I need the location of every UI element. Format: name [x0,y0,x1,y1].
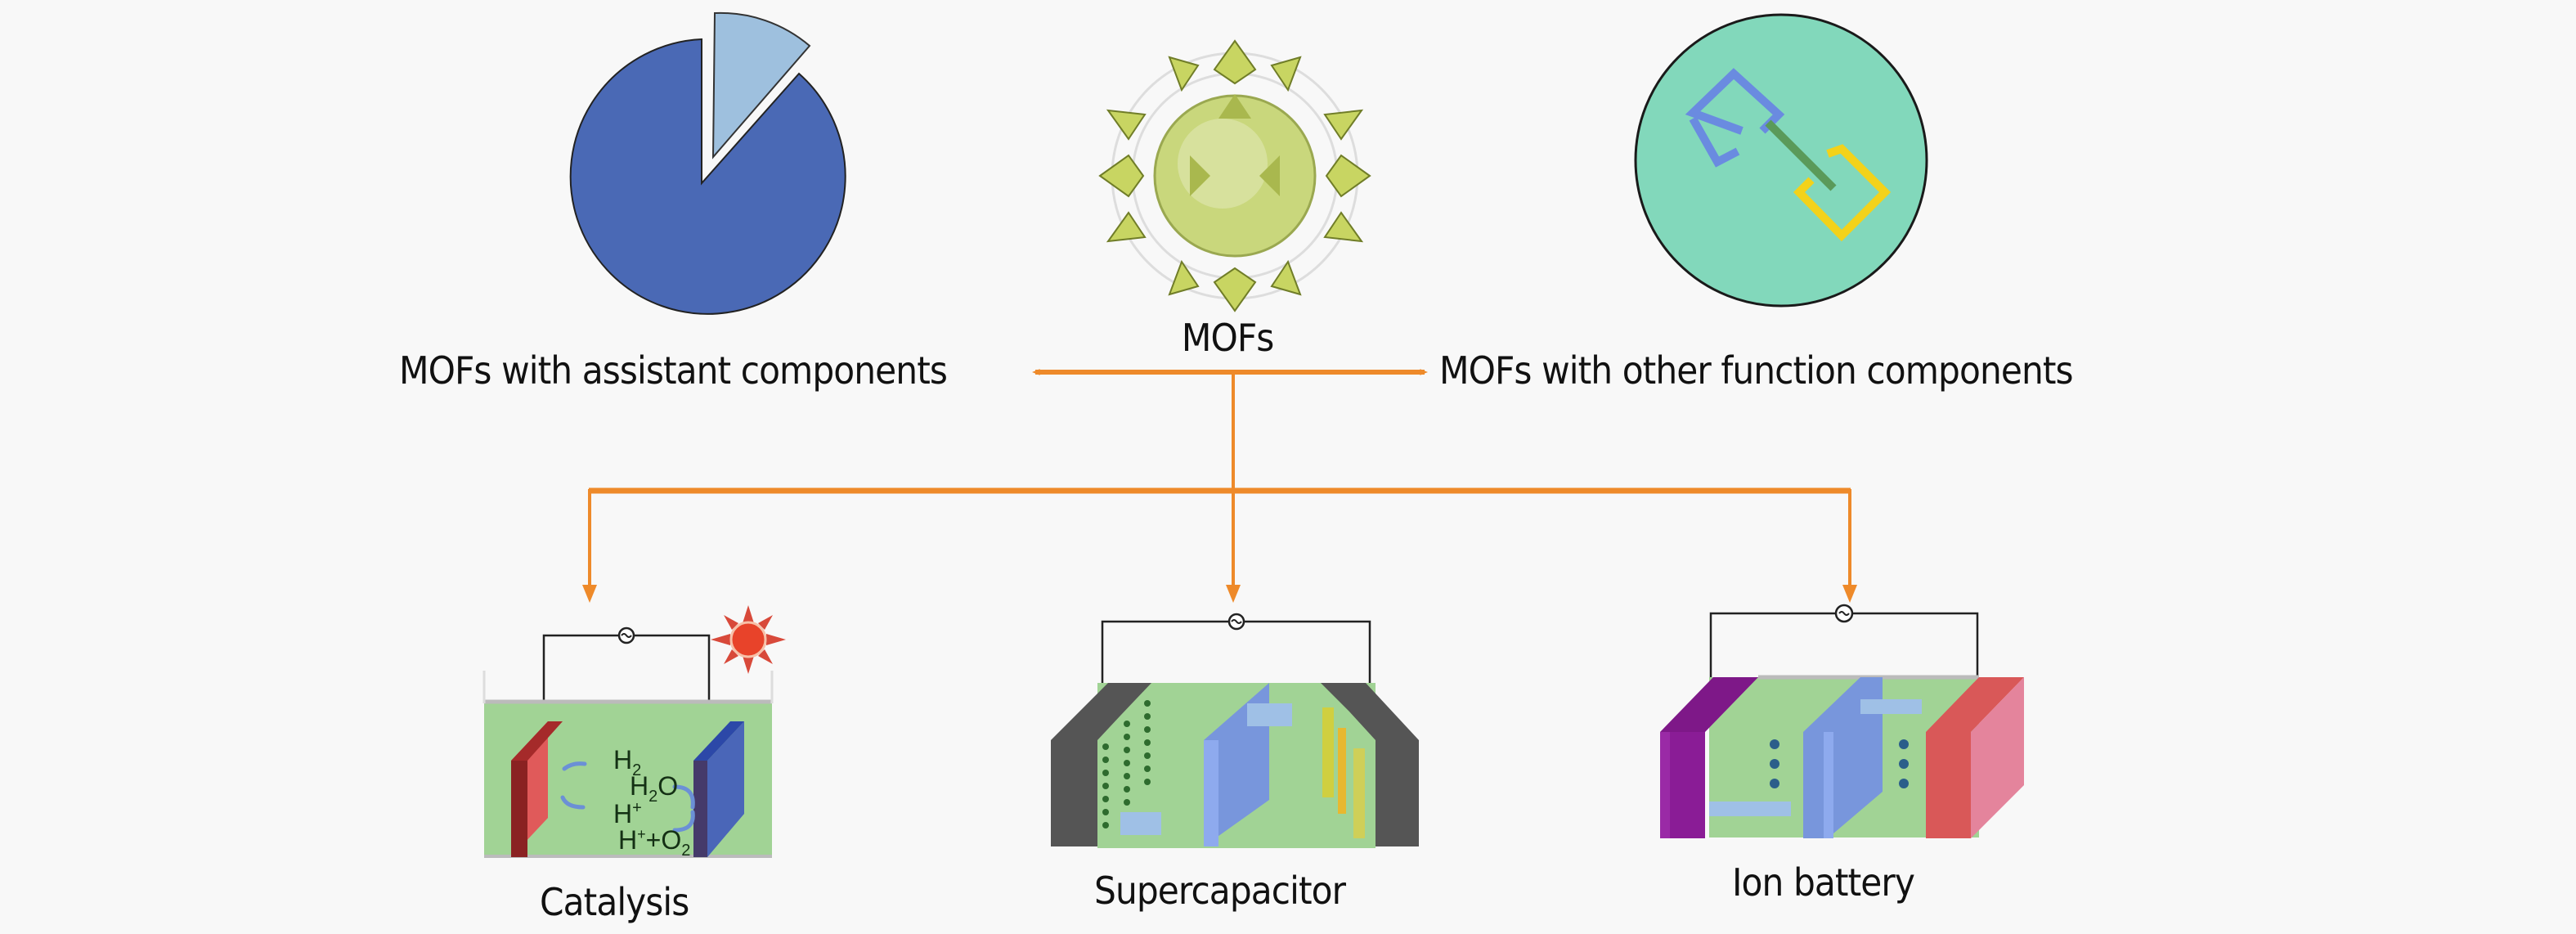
reaction-arrows [560,761,695,833]
right-carbon-electrode [1321,683,1419,846]
photoanode-red-electrode [511,721,563,857]
lithium-ions [1770,739,1909,788]
blue-linker-ring [1685,68,1785,168]
cathode-red-electrode [1926,677,2024,838]
species-h2o: H2O [630,771,678,806]
catalysis-cell-icon: H2 H2O H+ H++O2 [482,605,786,860]
mof-node-polyhedra [1098,39,1371,312]
pie-exploded-slice [711,11,811,159]
ring-bg-circle [1634,13,1928,308]
ion-double-layer-left [1102,700,1151,828]
branch-label-function: MOFs with other function components [1439,348,2074,393]
arrowhead-supercapacitor [1226,585,1241,603]
pie-main-slice [569,38,846,315]
application-label-supercapacitor: Supercapacitor [1094,869,1346,913]
green-linker-bar [1765,119,1837,191]
arrowhead-catalysis [582,585,597,603]
external-circuit-wire [542,634,711,707]
application-label-ion-battery: Ion battery [1732,860,1915,905]
sun-icon [711,605,786,674]
left-carbon-electrode [1051,683,1151,846]
cathode-blue-electrode [693,721,744,857]
branch-label-assistant: MOFs with assistant components [399,348,948,393]
pie-chart-icon [569,11,846,315]
ion-double-layer-right [1322,707,1365,838]
species-hplus: H+ [613,799,642,828]
mof-cage-icon [1098,39,1371,312]
ion-battery-cell-icon [1660,604,2024,838]
linked-rings-icon [1634,13,1928,308]
center-label-mofs: MOFs [1181,316,1274,360]
application-label-catalysis: Catalysis [540,880,689,924]
species-h2: H2 [613,745,641,779]
species-hplus-o2: H++O2 [618,825,690,860]
arrowhead-ion-battery [1842,585,1857,603]
separator-membrane [1803,677,1922,838]
yellow-linker-ring [1793,144,1892,242]
supercapacitor-cell-icon [1051,613,1419,848]
anode-purple-electrode [1660,677,1758,838]
